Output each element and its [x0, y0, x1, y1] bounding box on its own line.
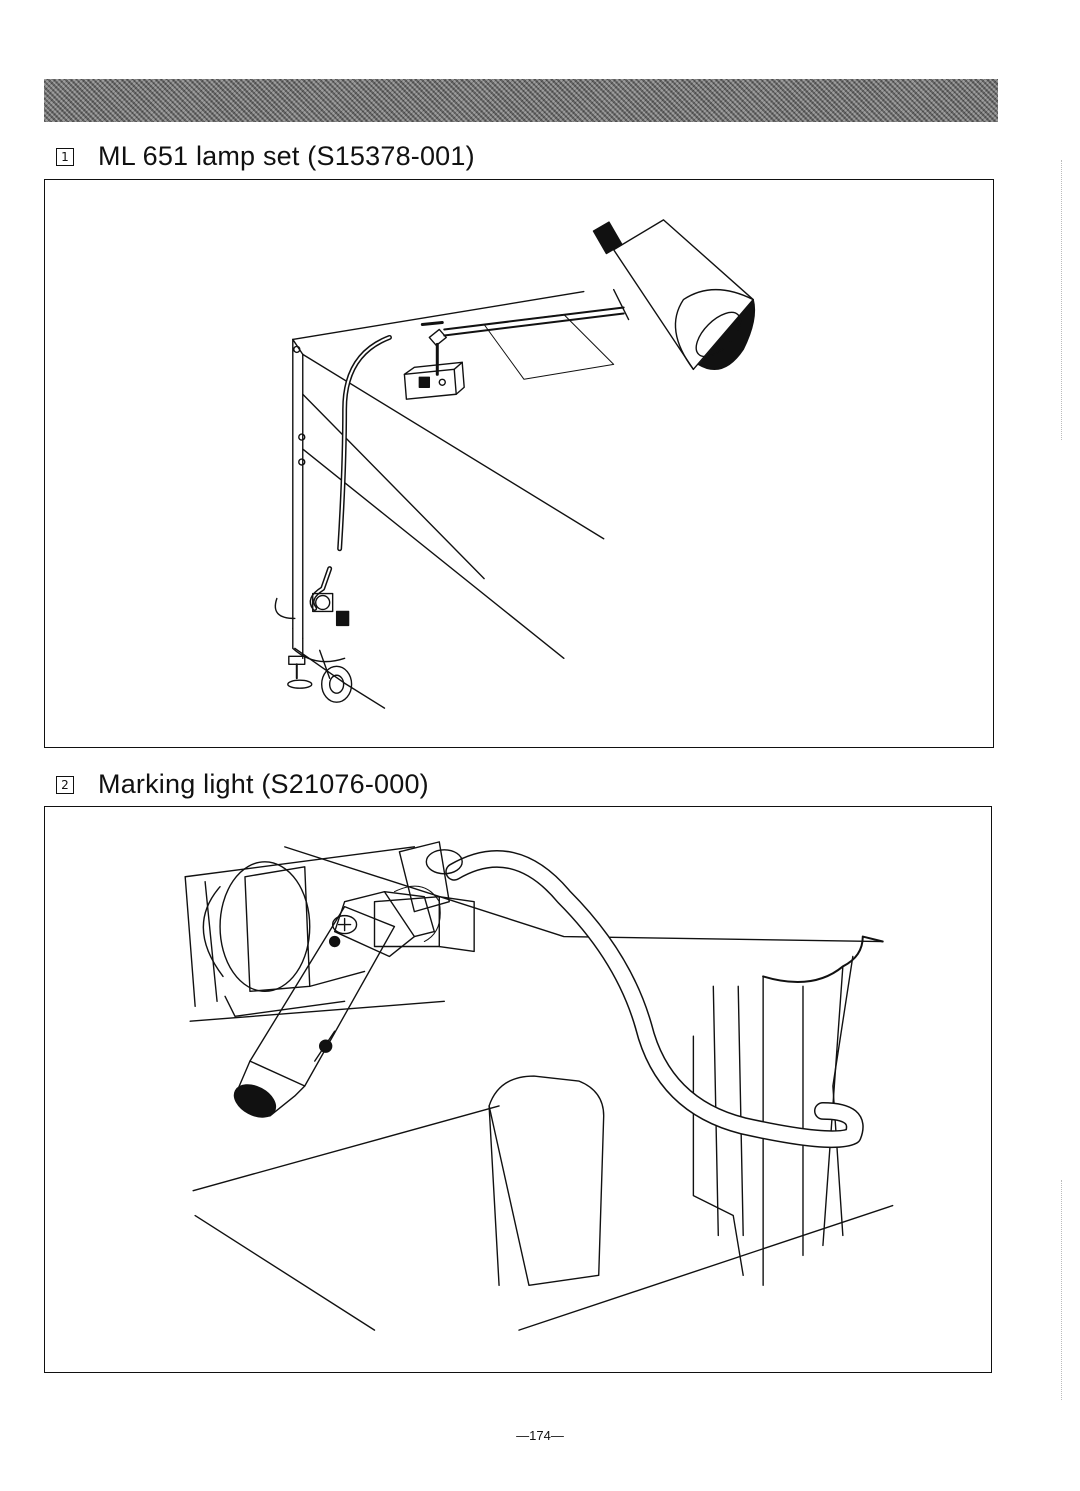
- section-number-box: 2: [56, 775, 74, 794]
- page-number: —174—: [516, 1428, 564, 1443]
- section-title-marking-light: 2 Marking light (S21076-000): [56, 769, 429, 800]
- section-title-text: ML 651 lamp set (S15378-001): [98, 141, 475, 171]
- scan-edge-marks: [1061, 160, 1064, 440]
- section-header-bar: [44, 79, 998, 122]
- section-title-text: Marking light (S21076-000): [98, 769, 429, 799]
- marking-light-illustration: [44, 806, 992, 1373]
- marking-light-drawing: [184, 841, 894, 1331]
- section-title-lamp-set: 1 ML 651 lamp set (S15378-001): [56, 141, 475, 172]
- section-number-box: 1: [56, 147, 74, 166]
- lamp-set-drawing: [274, 219, 756, 709]
- scan-edge-marks: [1061, 1180, 1064, 1400]
- lamp-set-illustration: [44, 179, 994, 748]
